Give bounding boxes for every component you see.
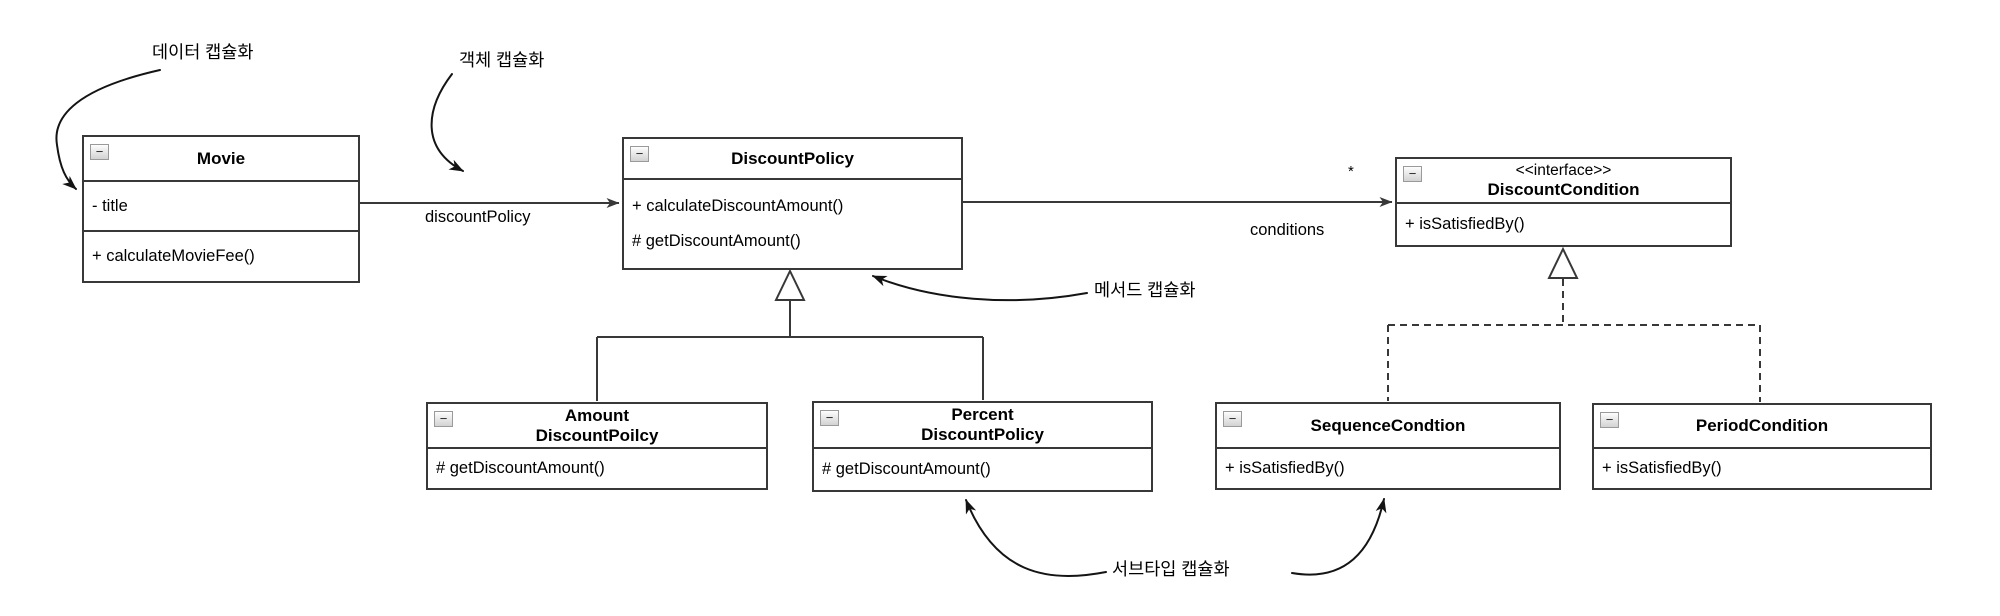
method-line: + isSatisfiedBy() bbox=[1405, 215, 1525, 233]
method-line: # getDiscountAmount() bbox=[822, 460, 991, 478]
class-movie[interactable]: − Movie - title + calculateMovieFee() bbox=[82, 135, 360, 283]
edge-label-discountpolicy-role: discountPolicy bbox=[425, 208, 531, 226]
collapse-icon[interactable]: − bbox=[630, 146, 649, 162]
collapse-icon[interactable]: − bbox=[1403, 166, 1422, 182]
annotation-arrow-method-encapsulation bbox=[872, 275, 1088, 302]
collapse-icon[interactable]: − bbox=[1600, 412, 1619, 428]
method-line: + isSatisfiedBy() bbox=[1602, 459, 1722, 477]
generalization-connector bbox=[596, 300, 984, 401]
class-title: Amount bbox=[564, 405, 630, 425]
annotation-subtype-encapsulation: 서브타입 캡슐화 bbox=[1112, 559, 1230, 579]
collapse-icon[interactable]: − bbox=[90, 144, 109, 160]
method-line: # getDiscountAmount() bbox=[632, 232, 801, 251]
class-title: DiscountCondition bbox=[1487, 180, 1640, 199]
method-line: + calculateDiscountAmount() bbox=[632, 196, 844, 215]
collapse-icon[interactable]: − bbox=[1223, 411, 1242, 427]
method-line: # getDiscountAmount() bbox=[436, 459, 605, 477]
class-discount-condition[interactable]: − <<interface>> DiscountCondition + isSa… bbox=[1395, 157, 1732, 247]
collapse-icon[interactable]: − bbox=[434, 411, 453, 427]
class-title: Movie bbox=[196, 148, 246, 168]
method-line: + calculateMovieFee() bbox=[92, 247, 255, 265]
class-title: DiscountPoilcy bbox=[535, 425, 659, 445]
annotation-object-encapsulation: 객체 캡슐화 bbox=[459, 50, 545, 70]
annotation-arrow-object-encapsulation bbox=[430, 73, 464, 172]
realization-connector bbox=[1387, 279, 1761, 402]
generalization-triangle bbox=[774, 268, 806, 301]
annotation-arrow-subtype-right bbox=[1291, 498, 1387, 576]
class-period-condition[interactable]: − PeriodCondition + isSatisfiedBy() bbox=[1592, 403, 1932, 490]
class-amount-discount-policy[interactable]: − Amount DiscountPoilcy # getDiscountAmo… bbox=[426, 402, 768, 490]
realization-triangle bbox=[1547, 246, 1579, 279]
annotation-method-encapsulation: 메서드 캡슐화 bbox=[1094, 280, 1196, 300]
class-sequence-condition[interactable]: − SequenceCondtion + isSatisfiedBy() bbox=[1215, 402, 1561, 490]
class-title: DiscountPolicy bbox=[921, 425, 1044, 444]
edge-label-conditions-multiplicity: * bbox=[1348, 163, 1354, 180]
class-title: Percent bbox=[951, 405, 1014, 424]
attribute-line: - title bbox=[92, 196, 128, 215]
class-title: PeriodCondition bbox=[1695, 416, 1829, 435]
class-percent-discount-policy[interactable]: − Percent DiscountPolicy # getDiscountAm… bbox=[812, 401, 1153, 492]
class-discount-policy[interactable]: − DiscountPolicy + calculateDiscountAmou… bbox=[622, 137, 963, 270]
class-title: SequenceCondtion bbox=[1310, 415, 1466, 435]
method-line: + isSatisfiedBy() bbox=[1225, 459, 1345, 477]
edge-label-conditions-role: conditions bbox=[1250, 221, 1325, 239]
annotation-arrow-subtype-left bbox=[965, 499, 1107, 578]
collapse-icon[interactable]: − bbox=[820, 410, 839, 426]
annotation-data-encapsulation: 데이터 캡슐화 bbox=[152, 42, 254, 62]
annotation-arrow-data-encapsulation bbox=[55, 69, 161, 190]
class-title: DiscountPolicy bbox=[731, 148, 854, 168]
class-stereotype: <<interface>> bbox=[1515, 162, 1612, 179]
